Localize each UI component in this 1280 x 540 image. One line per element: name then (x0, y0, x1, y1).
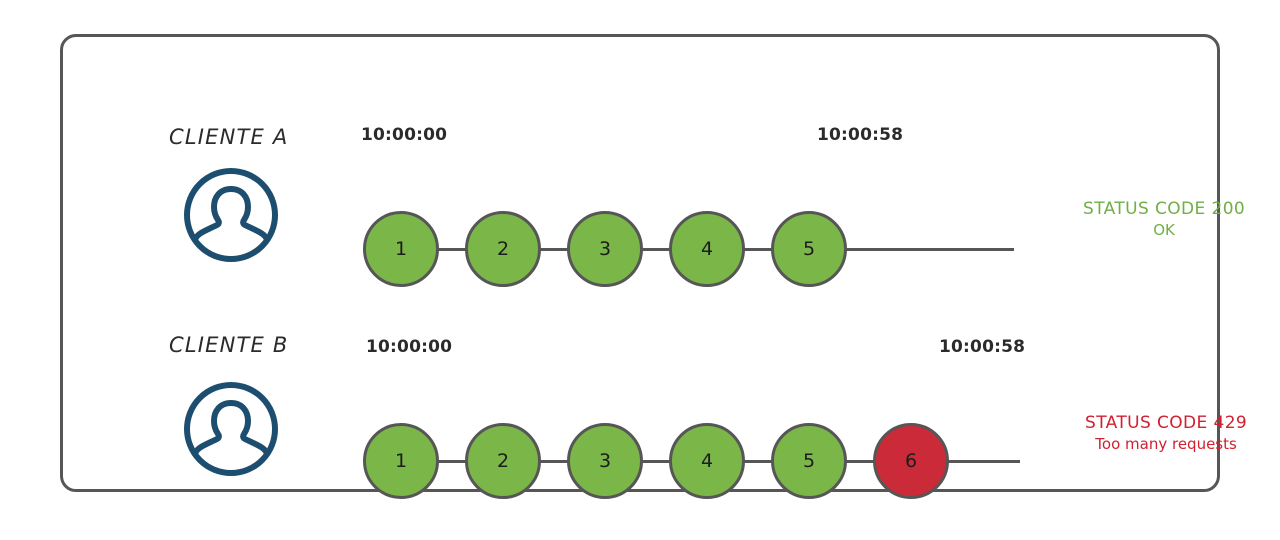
request-chain-a: 1 2 3 4 5 (363, 211, 1014, 287)
request-node-rejected[interactable]: 6 (873, 423, 949, 499)
avatar-cliente-b (181, 379, 281, 479)
request-node[interactable]: 1 (363, 211, 439, 287)
request-node[interactable]: 5 (771, 423, 847, 499)
timestamp-start-b: 10:00:00 (366, 337, 453, 357)
chain-connector (846, 459, 874, 463)
request-node[interactable]: 1 (363, 423, 439, 499)
status-message-a: STATUS CODE 200 OK (1083, 199, 1245, 240)
status-text-a: OK (1153, 220, 1175, 239)
chain-connector (642, 247, 670, 251)
request-node[interactable]: 4 (669, 423, 745, 499)
client-label-a: CLIENTE A (169, 125, 289, 149)
person-circle-icon (184, 382, 278, 476)
status-code-a: STATUS CODE 200 (1083, 199, 1246, 219)
timestamp-end-b: 10:00:58 (939, 337, 1026, 357)
timestamp-start-a: 10:00:00 (361, 125, 448, 145)
chain-connector (540, 459, 568, 463)
request-node[interactable]: 4 (669, 211, 745, 287)
request-node[interactable]: 3 (567, 211, 643, 287)
timestamp-end-a: 10:00:58 (817, 125, 904, 145)
diagram-frame: CLIENTE A 10:00:00 10:00:58 1 2 3 4 5 (60, 34, 1247, 499)
request-node[interactable]: 2 (465, 211, 541, 287)
request-node[interactable]: 2 (465, 423, 541, 499)
chain-connector (642, 459, 670, 463)
request-node[interactable]: 5 (771, 211, 847, 287)
client-row-cliente-a: CLIENTE A 10:00:00 10:00:58 1 2 3 4 5 (63, 107, 1280, 287)
request-node[interactable]: 3 (567, 423, 643, 499)
chain-connector (540, 247, 568, 251)
chain-connector (744, 459, 772, 463)
chain-connector (438, 247, 466, 251)
person-circle-icon (184, 168, 278, 262)
status-connector-b (948, 459, 1020, 463)
client-label-b: CLIENTE B (169, 333, 289, 357)
chain-connector (438, 459, 466, 463)
status-text-b: Too many requests (1095, 434, 1237, 453)
status-code-b: STATUS CODE 429 (1085, 413, 1248, 433)
avatar-cliente-a (181, 165, 281, 265)
request-chain-b: 1 2 3 4 5 6 (363, 423, 1020, 499)
chain-connector (744, 247, 772, 251)
status-message-b: STATUS CODE 429 Too many requests (1085, 413, 1247, 454)
client-row-cliente-b: CLIENTE B 10:00:00 10:00:58 1 2 3 4 5 (63, 323, 1280, 503)
status-connector-a (846, 247, 1014, 251)
